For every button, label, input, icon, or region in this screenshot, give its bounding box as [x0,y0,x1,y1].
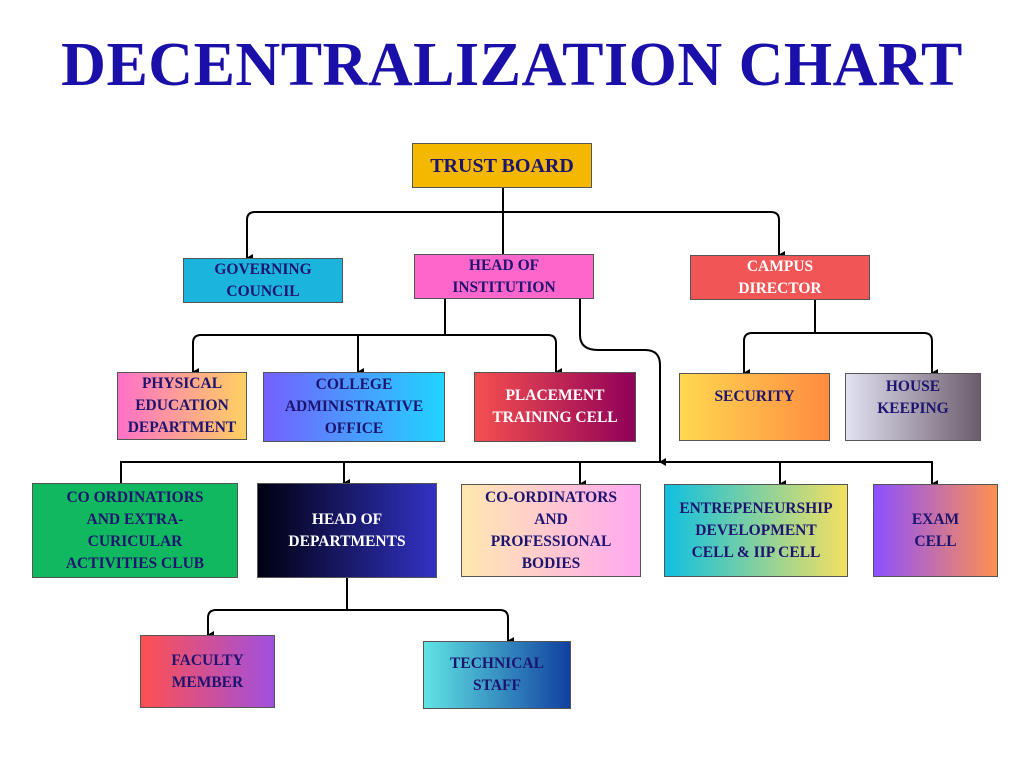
campus-director-node: CAMPUS DIRECTOR [690,255,870,300]
connector-level3 [120,461,938,488]
connector-trust-left [246,211,503,262]
connector-hoi-left [192,334,445,376]
security-node: SECURITY [679,373,830,441]
chart-title: DECENTRALIZATION CHART [61,31,963,99]
coordinators-extra-node: CO ORDINATIORS AND EXTRA- CURICULAR ACTI… [32,483,238,578]
coordinators-professional-node: CO-ORDINATORS AND PROFESSIONAL BODIES [461,484,641,577]
college-admin-node: COLLEGE ADMINISTRATIVE OFFICE [263,372,445,442]
placement-node: PLACEMENT TRAINING CELL [474,372,636,442]
head-of-institution-node: HEAD OF INSTITUTION [414,254,594,299]
governing-council-node: GOVERNING COUNCIL [183,258,343,303]
trust-board-node: TRUST BOARD [412,143,592,188]
physical-education-node: PHYSICAL EDUCATION DEPARTMENT [117,372,247,440]
entrepreneurship-node: ENTREPENEURSHIP DEVELOPMENT CELL & IIP C… [664,484,848,577]
faculty-member-node: FACULTY MEMBER [140,635,275,708]
house-keeping-node: HOUSE KEEPING [845,373,981,441]
connector-hoi-curve [579,299,666,466]
connector-trust-right [503,211,785,259]
technical-staff-node: TECHNICAL STAFF [423,641,571,709]
head-of-departments-node: HEAD OF DEPARTMENTS [257,483,437,578]
exam-cell-node: EXAM CELL [873,484,998,577]
